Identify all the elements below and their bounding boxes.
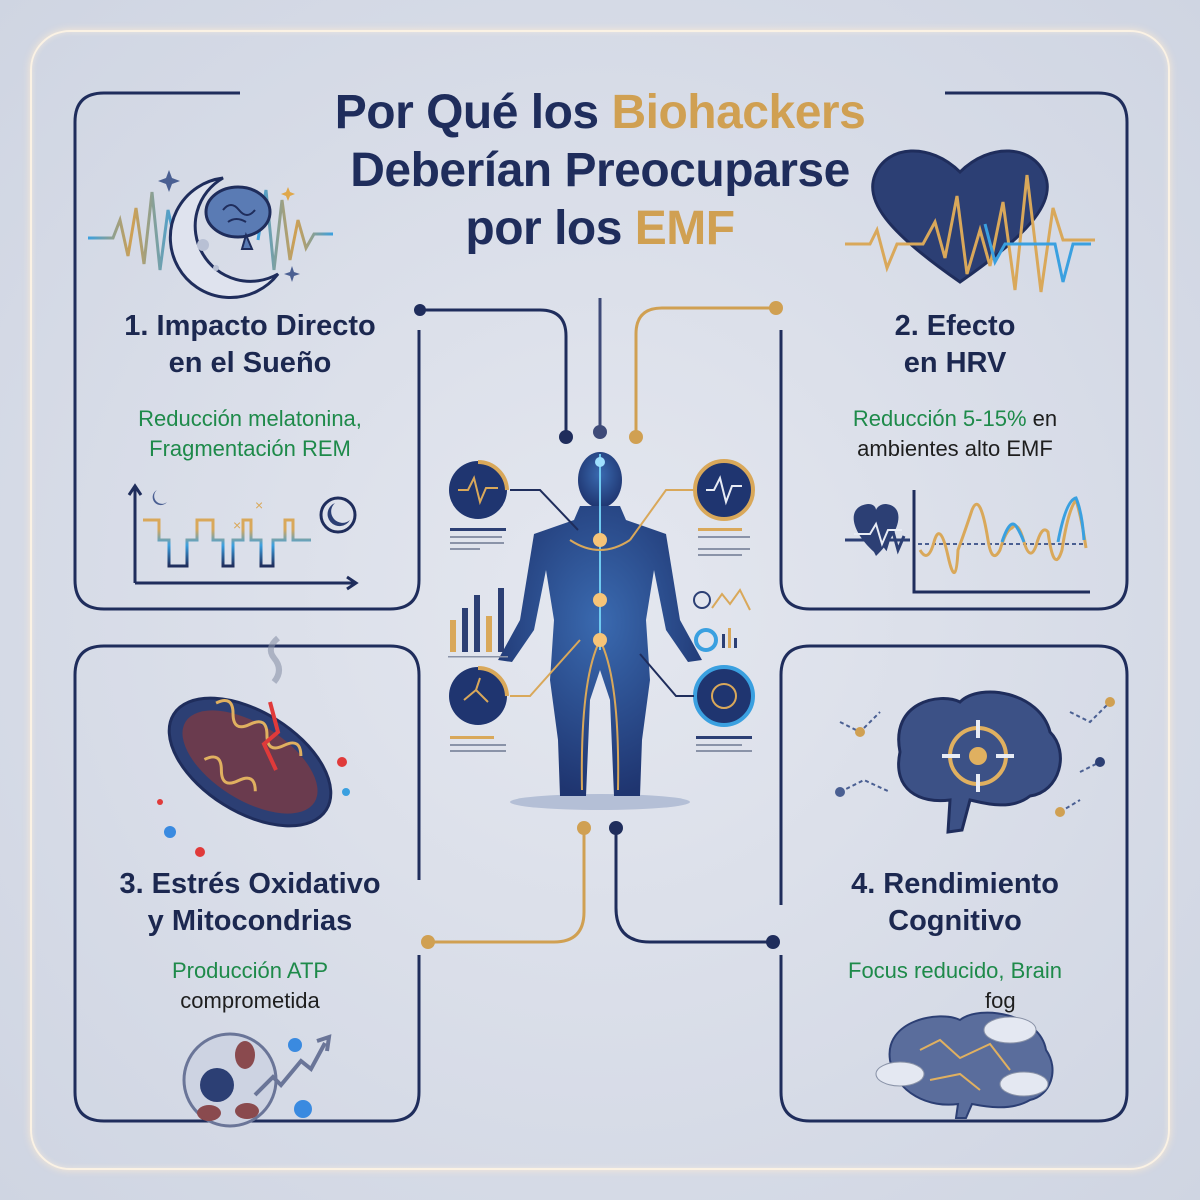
analytics-icon xyxy=(693,588,751,652)
card-2-desc-line2: ambientes alto EMF xyxy=(857,436,1053,461)
card-2-title: 2. Efecto en HRV xyxy=(785,308,1125,382)
brain-target-icon xyxy=(835,690,1115,834)
card-3-title: 3. Estrés Oxidativo y Mitocondrias xyxy=(80,866,420,940)
title-accent-biohackers: Biohackers xyxy=(611,86,866,139)
card-1-description: Reducción melatonina, Fragmentación REM xyxy=(80,404,420,464)
card-1-title-line1: 1. Impacto Directo xyxy=(124,310,376,342)
title-line2: Deberían Preocuparse xyxy=(350,144,850,197)
card-3-description: Producción ATP comprometida xyxy=(80,956,420,1016)
card-4-desc-highlight: Focus reducido, Brain xyxy=(848,958,1062,983)
cell-badge-icon xyxy=(693,665,755,752)
title-line1: Por Qué los xyxy=(334,86,612,139)
human-body-icon xyxy=(498,452,702,810)
cell-atp-decline-icon xyxy=(182,1032,332,1128)
heart-ecg-icon xyxy=(845,149,1095,293)
card-4-desc-plain: fog xyxy=(985,988,1016,1013)
card-2-desc-highlight: Reducción 5-15% xyxy=(852,406,1027,431)
title-line3: por los xyxy=(465,202,635,255)
card-3-desc-plain: comprometida xyxy=(180,988,320,1013)
card-4-description: Focus reducido, Brain fog xyxy=(785,956,1125,1016)
brain-fog-icon xyxy=(875,1011,1054,1119)
card-4-title-line2: Cognitivo xyxy=(888,905,1022,937)
card-1-title-line2: en el Sueño xyxy=(168,347,332,379)
card-3-desc-highlight: Producción ATP xyxy=(171,958,329,983)
card-3-title-line1: 3. Estrés Oxidativo xyxy=(119,868,381,900)
page-title: Por Qué los Biohackers Deberían Preocupa… xyxy=(200,84,1000,258)
moon-brain-icon xyxy=(88,170,333,300)
card-2-title-line1: 2. Efecto xyxy=(894,310,1016,342)
card-1-desc-line2: Fragmentación REM xyxy=(149,436,351,461)
molecule-badge-icon xyxy=(449,666,509,752)
mitochondria-icon xyxy=(157,635,350,857)
card-4-title-line1: 4. Rendimiento xyxy=(851,868,1059,900)
ecg-badge-icon xyxy=(449,460,509,550)
center-widgets xyxy=(448,459,755,752)
hrv-wave-chart-icon xyxy=(845,490,1090,594)
card-2-title-line2: en HRV xyxy=(903,347,1007,379)
svg-text:×: × xyxy=(233,517,241,533)
card-1-desc-line1: Reducción melatonina, xyxy=(138,406,362,431)
glow-frame xyxy=(30,30,1170,1170)
card-2-desc-line1: en xyxy=(1026,406,1058,431)
card-2-description: Reducción 5-15% en ambientes alto EMF xyxy=(785,404,1125,464)
bar-chart-icon xyxy=(448,588,508,658)
title-accent-emf: EMF xyxy=(634,202,735,255)
card-4-title: 4. Rendimiento Cognitivo xyxy=(785,866,1125,940)
svg-text:×: × xyxy=(255,497,263,513)
sleep-hypnogram-icon: × × xyxy=(127,483,359,591)
card-1-title: 1. Impacto Directo en el Sueño xyxy=(80,308,420,382)
card-3-title-line2: y Mitocondrias xyxy=(147,905,353,937)
pulse-badge-icon xyxy=(693,459,755,556)
